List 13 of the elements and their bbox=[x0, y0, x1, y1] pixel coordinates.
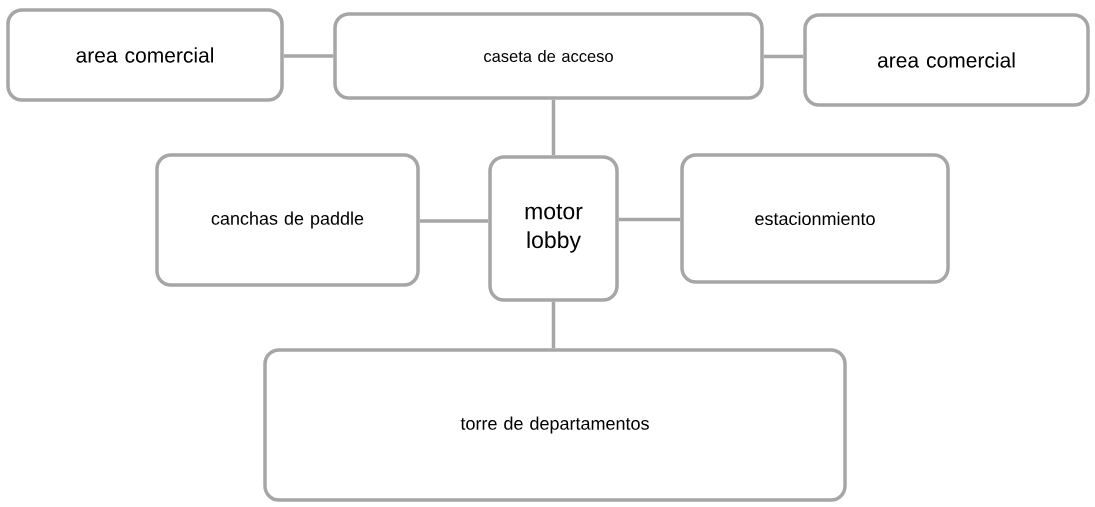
process-box: caseta de acceso bbox=[333, 12, 764, 100]
connector-line bbox=[419, 219, 489, 223]
process-box: estacionmiento bbox=[680, 153, 950, 284]
connector-line bbox=[618, 217, 681, 222]
process-box: area comercial bbox=[803, 13, 1090, 107]
process-box: area comercial bbox=[6, 8, 284, 102]
connector-line bbox=[551, 99, 556, 156]
connector-line bbox=[283, 54, 334, 58]
connector-line bbox=[763, 54, 804, 59]
process-box: canchas de paddle bbox=[155, 153, 420, 287]
connector-line bbox=[551, 301, 556, 349]
process-box: motor lobby bbox=[488, 155, 619, 302]
process-box: torre de departamentos bbox=[263, 348, 847, 502]
